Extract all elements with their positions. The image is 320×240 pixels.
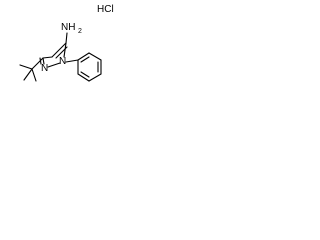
- amine-subscript-label: 2: [78, 28, 82, 35]
- hcl-label: HCl: [97, 4, 114, 15]
- phenyl-inner-double-3: [80, 71, 90, 78]
- ring-bond-c5-n1: [63, 42, 67, 58]
- ring-bond-n1-n2: [47, 62, 61, 68]
- tert-butyl-methyl-bond-1: [19, 64, 33, 70]
- amine-bond: [65, 32, 68, 44]
- phenyl-bond-1: [77, 52, 90, 61]
- phenyl-bond-2: [88, 52, 102, 61]
- tert-butyl-methyl-bond-2: [23, 68, 33, 81]
- ring-nitrogen-n1-label: N: [59, 56, 66, 67]
- ring-bond-c4-c5: [51, 42, 67, 58]
- phenyl-inner-double-1: [80, 56, 90, 63]
- phenyl-bond-5: [77, 73, 90, 82]
- tert-butyl-methyl-bond-3: [31, 68, 37, 82]
- chemical-structure-diagram: HCl NH 2 N N: [19, 4, 114, 82]
- tert-butyl-bond: [31, 57, 44, 70]
- ring-bond-c3-c4: [42, 56, 53, 59]
- ring-bond-n2-c3: [42, 57, 45, 65]
- ring-nitrogen-n2-label: N: [41, 63, 48, 74]
- phenyl-attachment-bond: [65, 59, 79, 63]
- amine-nh-label: NH: [61, 22, 75, 33]
- phenyl-bond-4: [88, 73, 102, 82]
